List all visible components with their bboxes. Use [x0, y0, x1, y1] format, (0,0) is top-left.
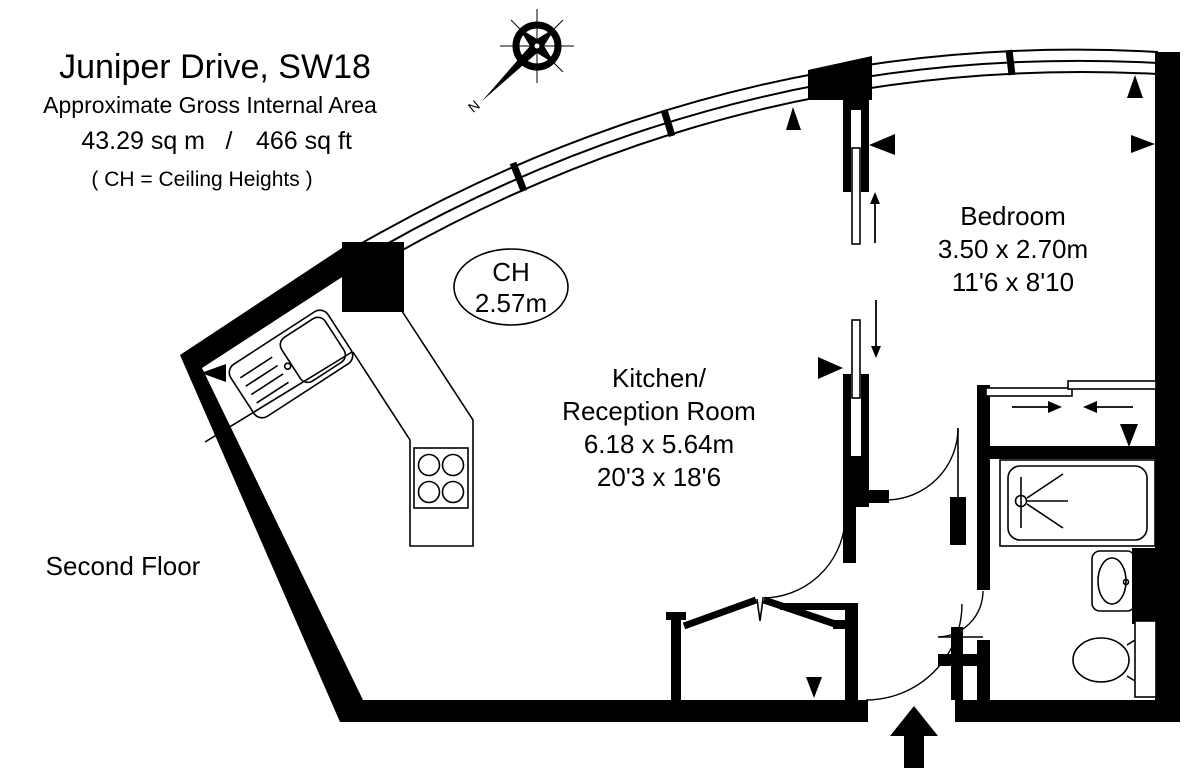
wall-bottom-right — [955, 700, 1180, 722]
wardrobe-arrow-right-icon — [1048, 401, 1062, 413]
pocket-door-direction-arrows — [818, 134, 895, 379]
compass-icon: N — [465, 9, 574, 116]
wall-corner-block-topleft — [342, 242, 404, 312]
kitchen-name-line1: Kitchen/ — [612, 363, 707, 393]
bedroom-marker-right-icon — [1131, 135, 1155, 153]
closet-door-left — [682, 596, 758, 630]
leftwall-marker-icon — [201, 364, 226, 382]
kitchen-marker-up-icon — [786, 107, 801, 130]
bedroom-name: Bedroom — [960, 201, 1066, 231]
compass-north-label: N — [465, 97, 483, 116]
bathroom-walls — [977, 424, 1155, 700]
wardrobe-track-left — [985, 387, 1073, 397]
wall-window-junction-block — [808, 56, 872, 100]
window-mullion-3 — [1005, 49, 1016, 76]
page-title: Juniper Drive, SW18 — [59, 48, 371, 86]
kitchen-door-arc — [885, 427, 959, 501]
ch-note: ( CH = Ceiling Heights ) — [91, 168, 312, 191]
kitchen-sink-icon — [228, 309, 354, 419]
slide-arrow-down-icon — [871, 346, 881, 358]
wall-left-diagonal — [180, 248, 363, 722]
entrance-arrow-icon — [890, 706, 938, 768]
slide-arrow-up-icon — [870, 192, 880, 204]
bathroom-marker-down-icon — [1120, 424, 1138, 447]
wall-hall-stub — [950, 497, 966, 545]
stove-icon — [413, 447, 469, 509]
bedroom-marker-up-icon — [1127, 75, 1143, 98]
bedroom-size-imperial: 11'6 x 8'10 — [952, 267, 1074, 297]
pocket-door-lower-leaf — [851, 319, 861, 399]
pocket-door-upper-leaf — [851, 147, 861, 245]
kitchen-size-imperial: 20'3 x 18'6 — [597, 462, 721, 492]
wall-bathroom-stub — [938, 654, 987, 666]
entrance-door-arc — [865, 603, 963, 701]
kitchen-label: Kitchen/ Reception Room 6.18 x 5.64m 20'… — [562, 363, 756, 492]
basin-icon — [1091, 550, 1136, 612]
bathroom-door-arc — [937, 590, 984, 638]
wall-right — [1155, 52, 1180, 722]
ceiling-height-value: 2.57m — [475, 288, 547, 318]
slide-arrow-right-lower-icon — [818, 357, 843, 379]
ceiling-height-abbr: CH — [492, 257, 530, 287]
slide-arrow-left-upper-icon — [869, 134, 895, 155]
area-imperial: 466 sq ft — [256, 127, 352, 155]
wardrobe — [977, 380, 1157, 433]
area-divider: / — [226, 127, 233, 155]
window-mullion-2 — [660, 108, 676, 138]
bedroom-partition-wall — [843, 98, 889, 563]
closet-door-right — [762, 596, 840, 629]
bedroom-label: Bedroom 3.50 x 2.70m 11'6 x 8'10 — [938, 201, 1088, 297]
kitchen-name-line2: Reception Room — [562, 396, 756, 426]
shower-icon — [999, 459, 1156, 547]
floor-label: Second Floor — [46, 551, 201, 581]
ceiling-height-badge: CH 2.57m — [453, 248, 569, 326]
page-subtitle: Approximate Gross Internal Area — [43, 92, 377, 118]
toilet-icon — [1072, 620, 1157, 698]
window-mullion-1 — [509, 161, 528, 193]
kitchen-counter — [204, 304, 474, 547]
kitchen-size-metric: 6.18 x 5.64m — [584, 429, 734, 459]
window-wall-curved — [349, 48, 1159, 273]
closet — [666, 521, 858, 700]
wardrobe-track-right — [1067, 380, 1157, 390]
closet-door-arc — [761, 521, 846, 599]
bedroom-size-metric: 3.50 x 2.70m — [938, 234, 1088, 264]
wardrobe-arrow-left-icon — [1083, 401, 1097, 413]
closet-marker-down-icon — [806, 677, 822, 698]
wall-bottom-left — [340, 700, 868, 722]
area-metric: 43.29 sq m — [81, 127, 205, 155]
